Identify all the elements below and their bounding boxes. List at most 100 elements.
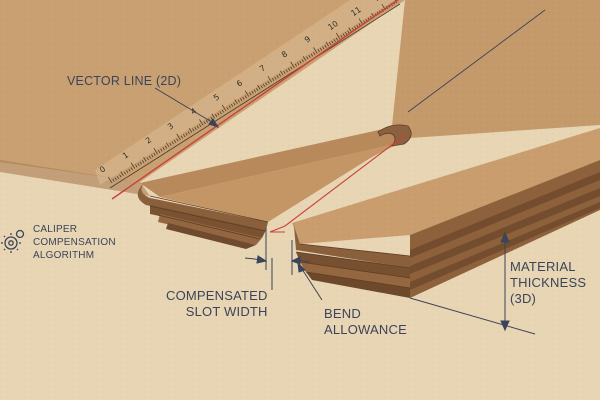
ruler-tick (237, 99, 240, 103)
ruler-tick (301, 59, 304, 63)
ruler-tick (146, 157, 149, 161)
ruler-tick (148, 155, 152, 159)
ruler-tick (221, 104, 227, 112)
ruler-tick (310, 53, 313, 57)
ruler-tick (348, 27, 352, 32)
ruler-tick (230, 103, 234, 107)
ruler-tick (176, 138, 179, 142)
ruler-tick (137, 162, 140, 166)
ruler-tick (196, 125, 199, 129)
ruler-tick (358, 18, 364, 25)
ruler-tick (203, 121, 206, 125)
ruler-tick (210, 116, 213, 120)
right-stacked-board (292, 128, 600, 298)
ruler-tick (242, 96, 245, 100)
material-thickness-label: MATERIAL THICKNESS (3D) (510, 259, 587, 306)
ruler-tick (219, 111, 222, 115)
ruler-tick (319, 47, 323, 51)
ruler-tick (328, 42, 332, 45)
ruler-tick (251, 90, 254, 94)
ruler-tick (276, 75, 279, 79)
ruler-tick (285, 69, 288, 73)
ruler-tick (126, 170, 129, 174)
ruler-tick (199, 119, 204, 126)
ruler-tick (226, 106, 229, 110)
left-folded-flap (137, 124, 410, 249)
ruler-tick (280, 70, 284, 76)
ruler-tick (325, 41, 329, 47)
ruler-tick (299, 60, 302, 64)
ruler-tick (112, 178, 115, 182)
ruler-tick (333, 39, 336, 43)
slot-end (377, 124, 412, 147)
ruler-tick (194, 126, 197, 130)
gears-icon (1, 229, 25, 253)
ruler-tick (228, 105, 231, 109)
ruler-tick (322, 46, 325, 50)
ruler-tick (313, 47, 318, 54)
ruler-tick (135, 164, 138, 168)
ruler-tick (253, 89, 256, 93)
ruler-tick (260, 85, 263, 89)
ruler-tick (294, 63, 297, 67)
ruler-tick (297, 62, 300, 66)
ruler-tick (160, 148, 163, 152)
ruler-tick (313, 52, 316, 56)
ruler-tick (265, 82, 268, 86)
ruler-tick (306, 56, 309, 60)
ruler-tick (143, 156, 147, 162)
ruler-tick (173, 139, 177, 143)
ruler-tick (283, 70, 286, 74)
ruler-tick (217, 112, 220, 116)
caliper-label: CALIPER COMPENSATION ALGORITHM (33, 224, 116, 261)
ruler-tick (205, 119, 209, 123)
ruler-tick (308, 54, 311, 58)
ruler-tick (188, 128, 193, 133)
ruler-tick (342, 33, 345, 37)
ruler-tick (287, 67, 291, 71)
ruler-tick (176, 133, 181, 140)
ruler-tick (130, 167, 133, 171)
ruler-tick (234, 99, 238, 104)
ruler-tick (271, 78, 275, 81)
ruler-tick (244, 90, 250, 97)
ruler-tick (347, 30, 350, 34)
ruler-tick (142, 160, 145, 164)
ruler-tick (128, 168, 131, 172)
ruler-tick (139, 161, 142, 165)
ruler-tick (267, 76, 272, 83)
vector-line-label: VECTOR LINE (2D) (67, 74, 182, 88)
ruler-tick (290, 61, 295, 68)
ruler-tick (157, 150, 161, 153)
ruler-tick (344, 31, 348, 35)
ruler-tick (120, 171, 124, 176)
ruler-tick (162, 147, 165, 151)
ruler-tick (151, 154, 154, 158)
ruler-tick (114, 177, 117, 181)
ruler-tick (164, 145, 168, 149)
ruler-tick (249, 92, 252, 96)
ruler-tick (171, 141, 174, 145)
ruler-tick (331, 40, 334, 44)
ruler-tick (153, 152, 156, 156)
ruler-tick (335, 37, 339, 41)
ruler-tick (317, 49, 320, 53)
ruler-tick (192, 128, 195, 132)
ruler-tick (107, 176, 113, 184)
ruler-tick (233, 102, 236, 106)
ruler-tick (169, 142, 172, 146)
ruler-tick (257, 84, 261, 90)
vector-line (111, 0, 400, 200)
slot-width-label: COMPENSATED SLOT WIDTH (166, 288, 268, 319)
ruler-tick (244, 95, 247, 99)
ruler-tick (130, 162, 136, 169)
ruler-tick (278, 73, 282, 77)
ruler-tick (240, 98, 243, 102)
ruler-tick (199, 124, 202, 128)
ruler-tick (302, 56, 307, 61)
ruler-tick (324, 44, 327, 48)
bend-allowance-label: BEND ALLOWANCE (324, 306, 407, 337)
ruler-tick (153, 148, 158, 155)
ruler-tick (123, 171, 126, 175)
